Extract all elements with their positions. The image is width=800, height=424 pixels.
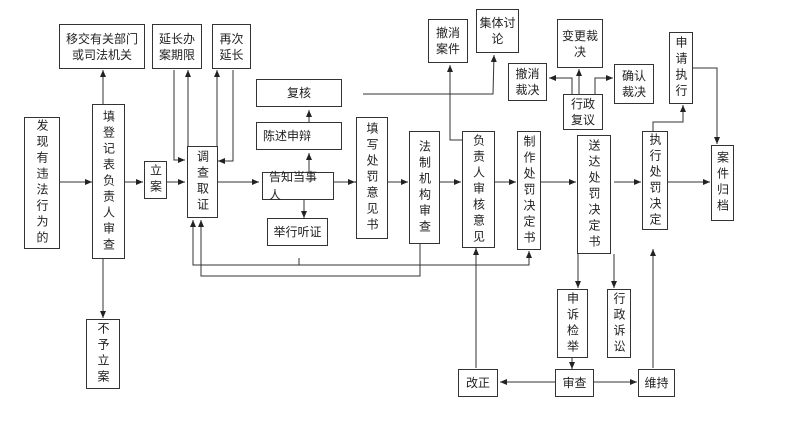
edge-recheck-collective: [363, 54, 497, 95]
node-confirm-ruling: 确认裁决: [614, 64, 654, 104]
node-archive: 案件归档: [711, 145, 734, 221]
node-file-case: 立案: [144, 161, 167, 199]
node-lawsuit: 行政诉讼: [607, 289, 631, 358]
node-examine: 审查: [555, 369, 594, 397]
node-maintain: 维持: [638, 369, 675, 397]
edge-review-confirm: [594, 75, 613, 94]
node-admin-review: 行政复议: [563, 94, 603, 130]
node-transfer: 移交有关部门或司法机关: [59, 24, 145, 69]
edge-hearing-make: [298, 251, 532, 266]
edge-legal-investigate: [198, 220, 421, 277]
node-hearing: 举行听证: [267, 218, 328, 246]
node-collective: 集体讨论: [476, 9, 519, 53]
node-statement: 陈述申辩: [256, 122, 342, 150]
node-notify: 告知当事人: [262, 170, 334, 202]
node-complaint: 申诉检举: [557, 289, 588, 358]
edge-execute-apply: [652, 105, 686, 131]
node-opinion: 填写处罚意见书: [356, 117, 388, 239]
node-recheck: 复核: [256, 79, 342, 107]
edge-extendagain-investigate: [218, 70, 234, 164]
node-make-decision: 制作处罚决定书: [517, 131, 541, 250]
node-correct: 改正: [458, 369, 498, 397]
node-revoke-case: 撤消案件: [428, 19, 468, 63]
edge-head-revokecase: [447, 65, 463, 141]
node-investigate: 调查取证: [187, 146, 218, 218]
node-extend-again: 再次延长: [212, 24, 251, 69]
node-register: 填登记表负责人审查: [92, 104, 125, 259]
node-execute: 执行处罚决定: [642, 131, 668, 230]
node-head-review: 负责人审核意见: [462, 131, 495, 248]
edge-loop-investigate-a: [190, 220, 300, 266]
node-legal-review: 法制机构审查: [409, 131, 440, 244]
node-revoke-ruling: 撤消裁决: [508, 63, 547, 101]
node-apply-execute: 申请执行: [669, 32, 693, 104]
edge-apply-archive: [693, 67, 720, 144]
node-discover: 发现有违法行为的: [24, 117, 60, 249]
edge-review-revoke: [549, 75, 573, 94]
node-deliver: 送达处罚决定书: [577, 135, 611, 254]
edge-extend-investigate: [173, 70, 185, 163]
node-change-ruling: 变更裁决: [557, 19, 603, 68]
node-extend: 延长办案期限: [152, 24, 202, 69]
node-no-case: 不予立案: [86, 319, 120, 389]
